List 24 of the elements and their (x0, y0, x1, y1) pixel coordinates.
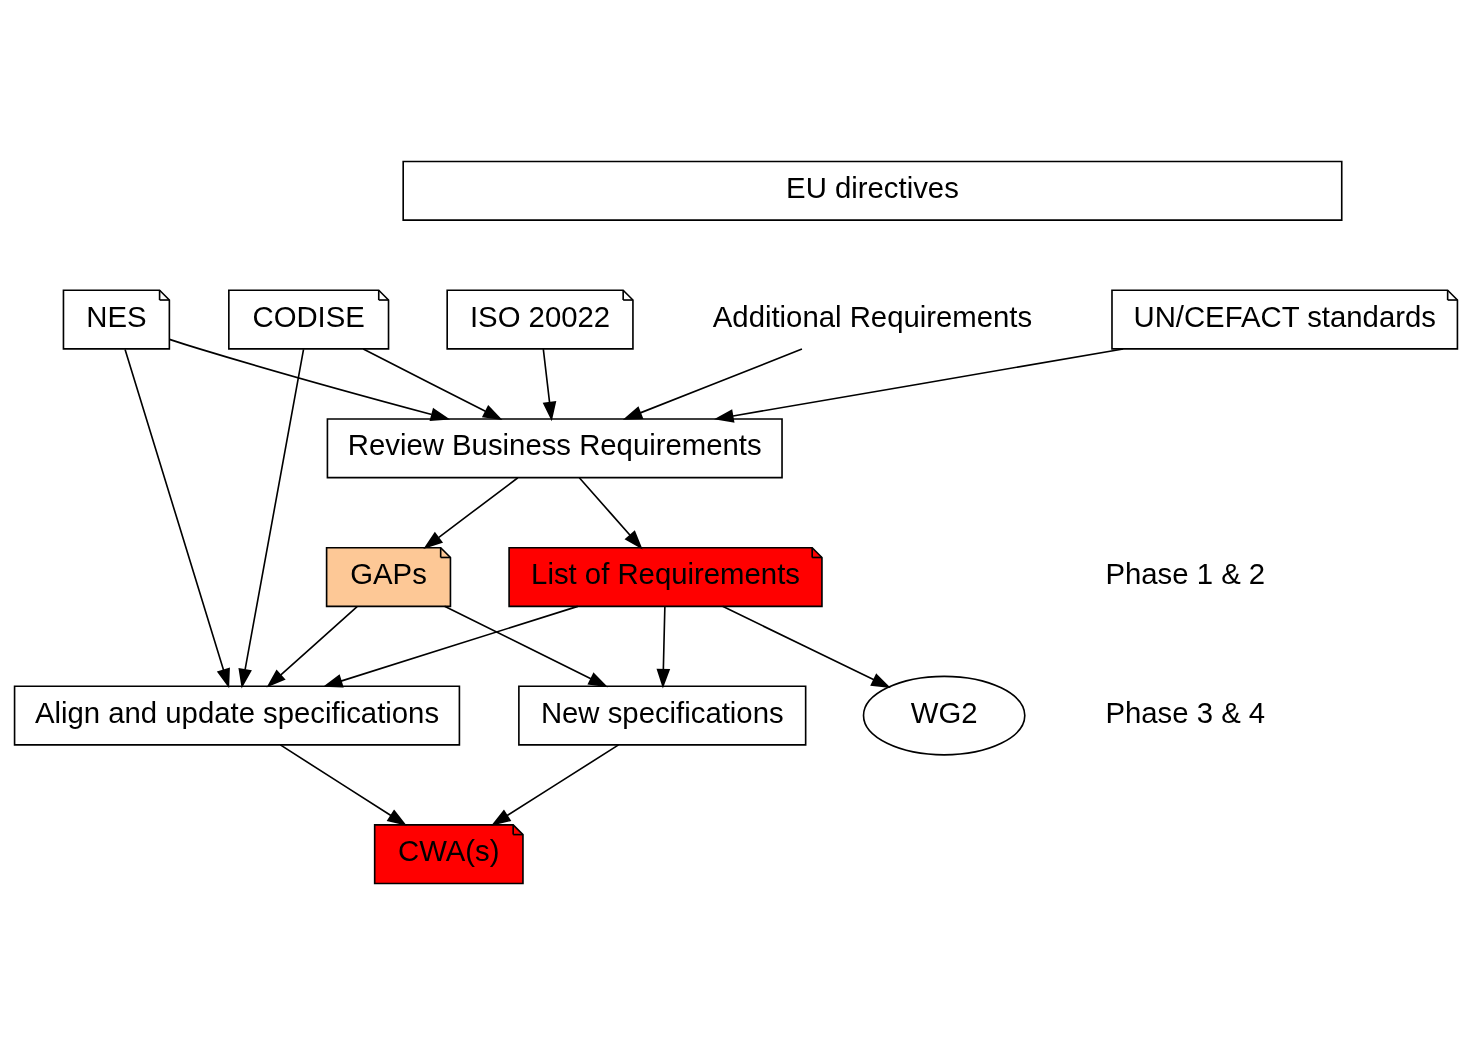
arrow (168, 338, 451, 421)
arrow (622, 347, 803, 420)
arrow (124, 348, 230, 688)
arrow (721, 605, 891, 688)
node-box: New specifications (518, 684, 807, 746)
arrow (578, 476, 643, 549)
arrow (266, 605, 358, 688)
arrow (238, 348, 305, 688)
arrow (423, 476, 519, 549)
label: Phase 3 & 4 (1105, 695, 1266, 729)
arrow (714, 347, 1124, 423)
arrow (279, 743, 407, 826)
arrow (656, 605, 671, 688)
arrow (491, 743, 620, 826)
arrow (362, 347, 503, 420)
arrow (542, 347, 557, 421)
arrow (323, 605, 579, 687)
node-box: EU directives (402, 160, 1343, 221)
node-box: Align and update specifications (13, 684, 461, 746)
arrow (443, 605, 609, 687)
label: Phase 1 & 2 (1105, 556, 1266, 590)
node-text: Additional Requirements (712, 299, 1033, 333)
node-box: Review Business Requirements (326, 417, 783, 478)
node-ellipse: WG2 (862, 675, 1026, 756)
